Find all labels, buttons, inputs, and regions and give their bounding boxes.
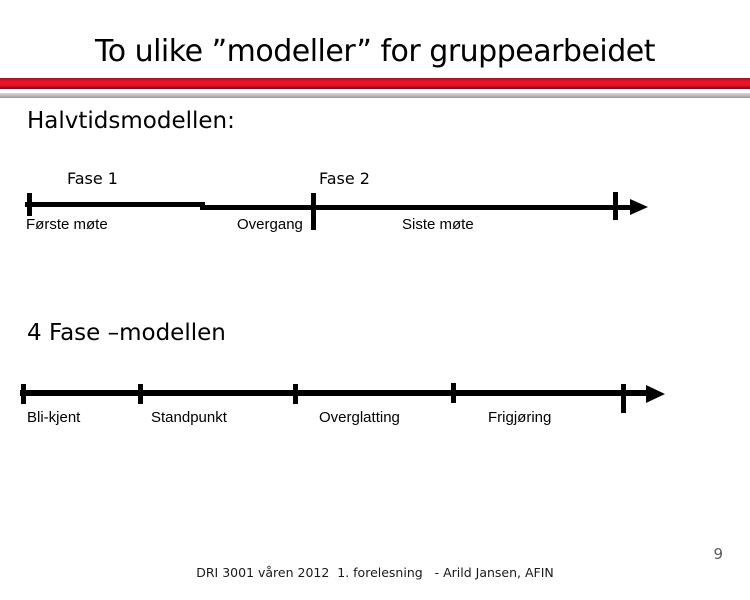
halftime-tick-start [27, 193, 32, 216]
four-phase-model-heading: 4 Fase –modellen [27, 320, 226, 346]
halftime-model-heading: Halvtidsmodellen: [27, 108, 235, 134]
four-phase-tick-5 [621, 384, 626, 413]
milestone-label-frigjoring: Frigjøring [488, 409, 552, 426]
slide-title: To ulike ”modeller” for gruppearbeidet [94, 34, 656, 69]
title-divider-red-bar [0, 78, 750, 89]
four-phase-tick-2 [138, 384, 143, 404]
four-phase-tick-4 [451, 383, 456, 403]
title-divider-silver-bar [0, 93, 750, 98]
halftime-tick-middle [311, 193, 316, 230]
halftime-tick-end [613, 192, 618, 220]
milestone-label-forste-mote: Første møte [26, 216, 108, 233]
four-phase-timeline-line [20, 390, 647, 396]
milestone-label-bli-kjent: Bli-kjent [27, 409, 81, 426]
four-phase-tick-1 [21, 384, 26, 404]
halftime-timeline-line-segment-1 [25, 202, 205, 207]
phase-label-fase-2: Fase 2 [319, 169, 370, 188]
four-phase-timeline-arrowhead-icon [646, 385, 665, 403]
halftime-timeline-arrowhead-icon [630, 199, 648, 215]
page-number: 9 [713, 545, 723, 563]
milestone-label-overgang: Overgang [237, 216, 303, 233]
phase-label-fase-1: Fase 1 [67, 169, 118, 188]
milestone-label-overglatting: Overglatting [319, 409, 400, 426]
four-phase-tick-3 [293, 384, 298, 404]
footer-credit: DRI 3001 våren 2012 1. forelesning - Ari… [196, 565, 554, 580]
halftime-timeline-line-segment-2 [200, 205, 632, 210]
milestone-label-standpunkt: Standpunkt [151, 409, 227, 426]
milestone-label-siste-mote: Siste møte [402, 216, 474, 233]
